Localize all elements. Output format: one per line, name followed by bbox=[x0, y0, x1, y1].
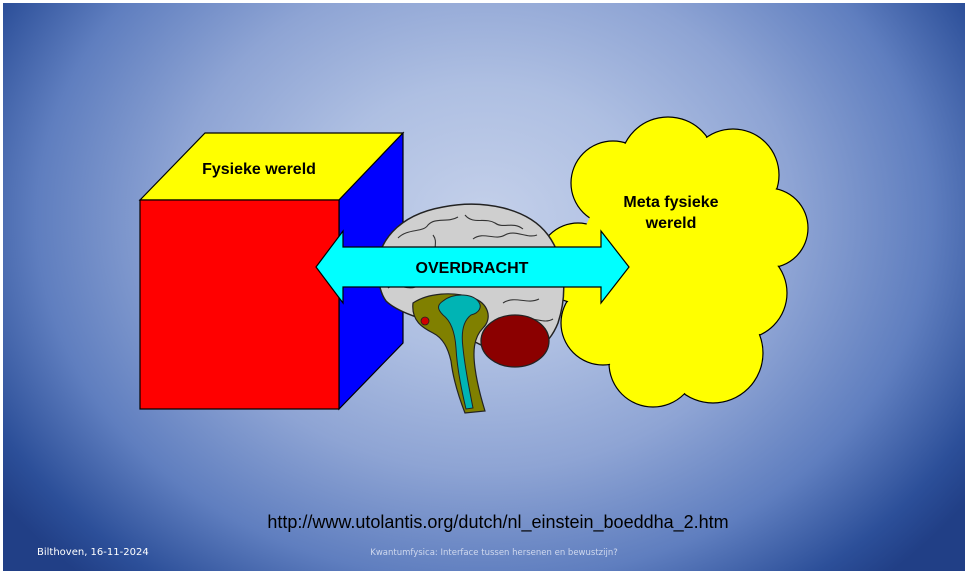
cube-label: Fysieke wereld bbox=[202, 161, 316, 178]
brain-illustration bbox=[378, 204, 564, 413]
slide: Fysieke wereld bbox=[3, 3, 965, 571]
source-url: http://www.utolantis.org/dutch/nl_einste… bbox=[3, 512, 965, 533]
cloud-label-line2: wereld bbox=[645, 215, 697, 232]
diagram: Fysieke wereld bbox=[3, 3, 965, 571]
footer-presentation-title: Kwantumfysica: Interface tussen hersenen… bbox=[3, 548, 965, 558]
brain-red-spot bbox=[421, 317, 429, 325]
cube-front-face bbox=[140, 200, 339, 409]
arrow-label: OVERDRACHT bbox=[416, 260, 529, 277]
cerebellum bbox=[481, 315, 549, 367]
cloud-label-line1: Meta fysieke bbox=[623, 194, 718, 211]
